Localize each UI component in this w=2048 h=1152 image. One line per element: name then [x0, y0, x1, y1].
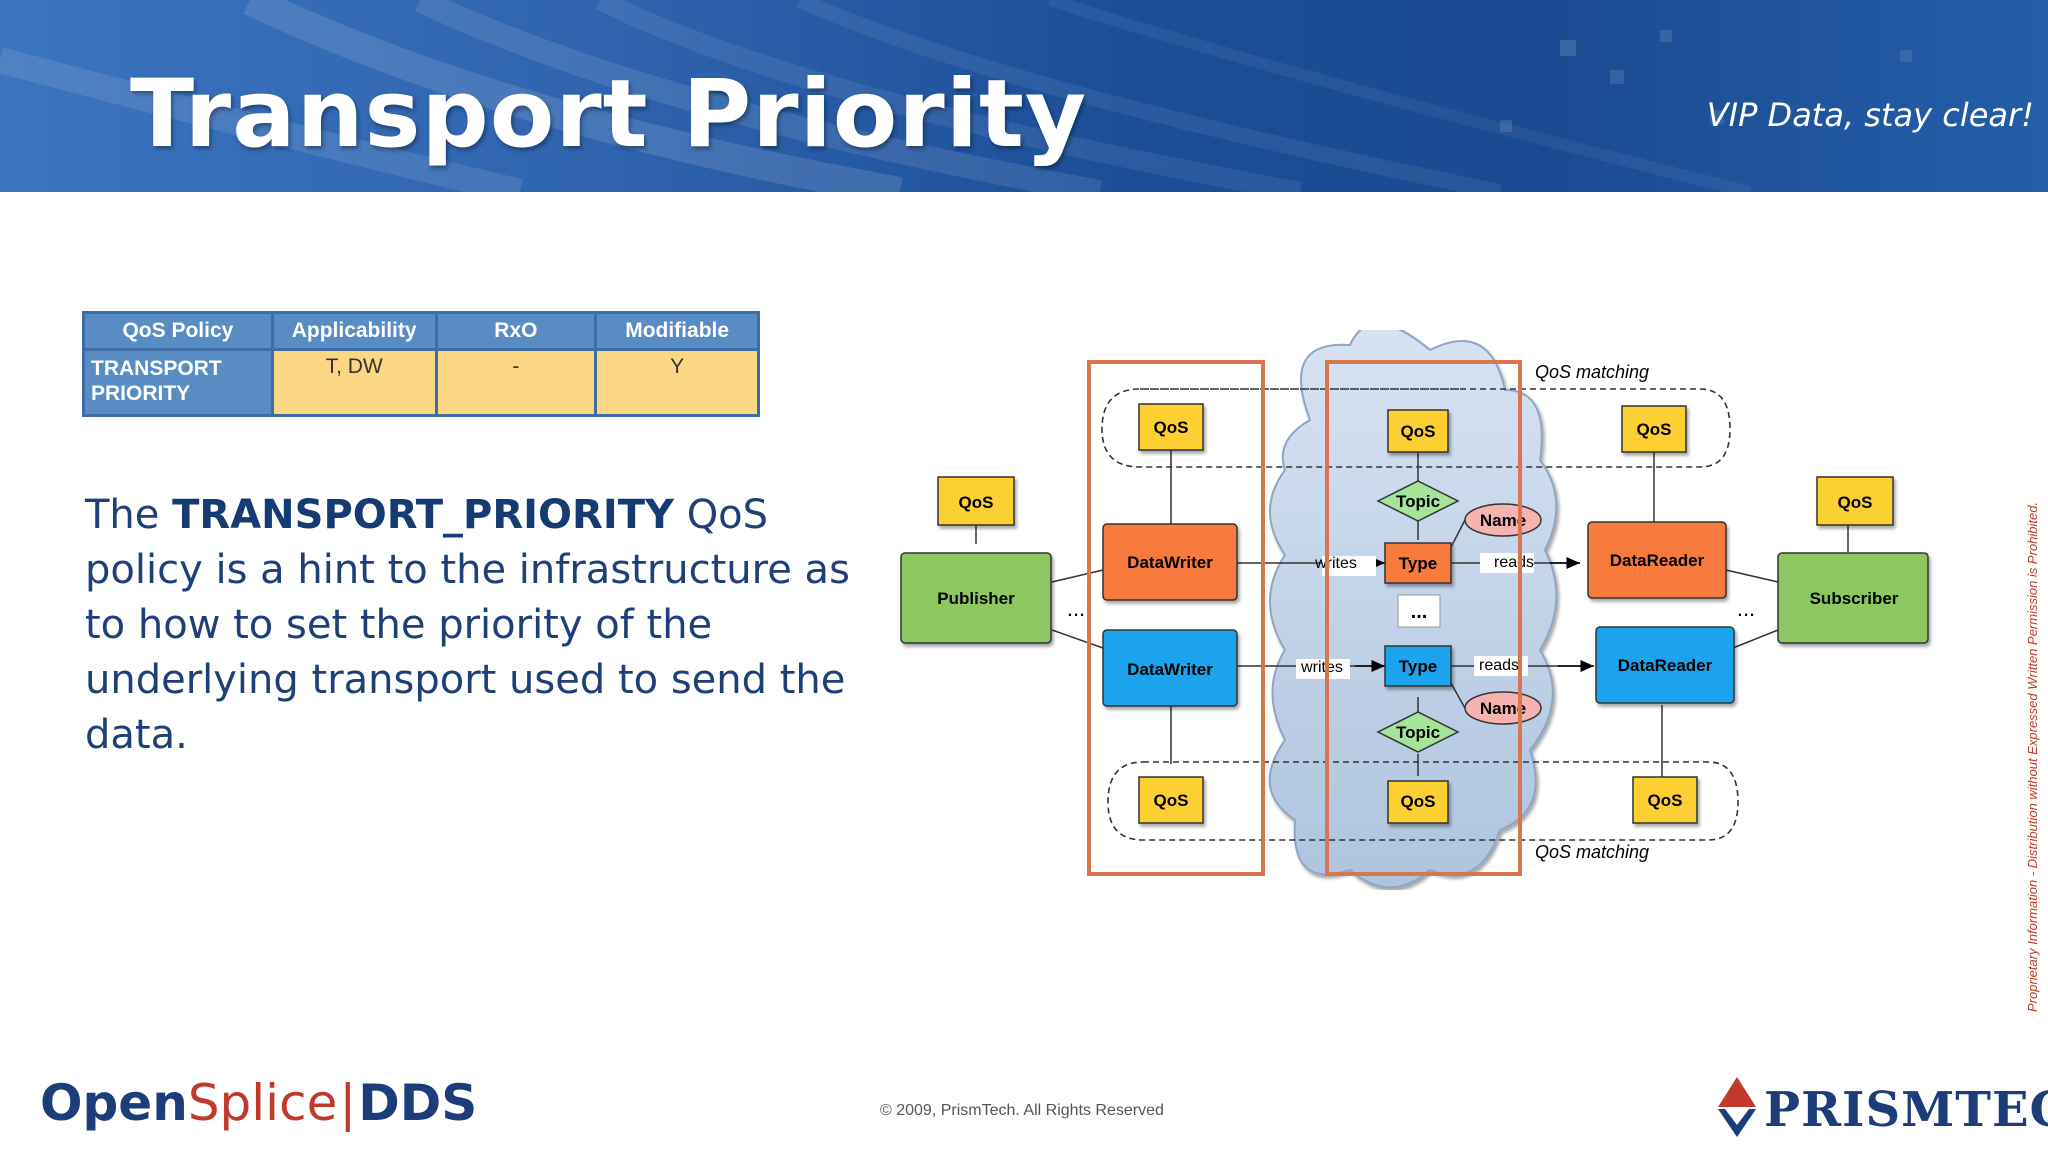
description-prefix: The	[85, 492, 173, 538]
reads-label-top: reads	[1494, 554, 1534, 571]
writes-label-bottom: writes	[1300, 659, 1343, 676]
svg-text:Topic: Topic	[1396, 723, 1440, 742]
svg-text:QoS: QoS	[1648, 791, 1683, 810]
dds-architecture-diagram: QoS Publisher ... QoS DataWriter DataWri…	[900, 330, 1929, 889]
proprietary-notice: Proprietary Information - Distribution w…	[2025, 501, 2040, 1012]
column-header-rxo: RxO	[434, 311, 598, 351]
qos-box-topic-bottom: QoS	[1387, 780, 1449, 824]
column-header-modifiable: Modifiable	[594, 311, 760, 351]
datareader-top-box: DataReader	[1587, 521, 1727, 599]
copyright-notice: © 2009, PrismTech. All Rights Reserved	[880, 1102, 1164, 1119]
reads-label-bottom: reads	[1479, 657, 1519, 674]
subscriber-ellipsis: ...	[1737, 596, 1755, 621]
page-tagline: VIP Data, stay clear!	[1706, 96, 2034, 134]
description-policy-name: TRANSPORT_PRIORITY	[172, 492, 674, 538]
subscriber-box: Subscriber	[1777, 552, 1929, 644]
name-ellipse-top: Name	[1464, 503, 1542, 537]
header-decoration	[0, 0, 1912, 192]
column-header-qos-policy: QoS Policy	[82, 311, 274, 351]
svg-text:Topic: Topic	[1396, 492, 1440, 511]
datawriter-bottom-box: DataWriter	[1102, 629, 1238, 707]
topic-diamond-bottom: Topic	[1376, 711, 1460, 753]
svg-text:QoS: QoS	[1637, 420, 1672, 439]
svg-text:QoS: QoS	[1401, 792, 1436, 811]
svg-text:Type: Type	[1399, 554, 1437, 573]
datareader-bottom-box: DataReader	[1595, 626, 1735, 704]
svg-text:DataReader: DataReader	[1610, 551, 1705, 570]
page-title: Transport Priority	[130, 60, 1088, 169]
svg-text:Subscriber: Subscriber	[1810, 589, 1899, 608]
prismtech-logo: PRISMTECH	[1712, 1070, 2048, 1140]
table-row: TRANSPORT PRIORITY T, DW - Y	[82, 348, 760, 417]
datawriter-top-box: DataWriter	[1102, 523, 1238, 601]
qos-policy-table: QoS Policy Applicability RxO Modifiable …	[82, 311, 760, 417]
qos-matching-ellipses	[1101, 388, 1739, 841]
qos-box-datawriter-top: QoS	[1138, 403, 1204, 451]
qos-matching-label-bottom: QoS matching	[1535, 842, 1649, 862]
highlight-frame-writers	[1087, 360, 1265, 876]
qos-box-publisher: QoS	[937, 476, 1015, 526]
policy-description: The TRANSPORT_PRIORITY QoS policy is a h…	[85, 488, 865, 763]
svg-text:DataWriter: DataWriter	[1127, 660, 1213, 679]
qos-box-datareader-bottom: QoS	[1632, 776, 1698, 824]
cell-applicability: T, DW	[270, 348, 438, 417]
prismtech-logo-mark	[1718, 1077, 1756, 1137]
topic-diamond-top: Topic	[1376, 480, 1460, 522]
column-header-applicability: Applicability	[270, 311, 438, 351]
svg-text:QoS: QoS	[1154, 418, 1189, 437]
svg-text:...: ...	[1411, 601, 1428, 623]
svg-text:DataWriter: DataWriter	[1127, 553, 1213, 572]
qos-box-topic-top: QoS	[1387, 409, 1449, 453]
publisher-ellipsis: ...	[1067, 596, 1085, 621]
svg-text:Publisher: Publisher	[937, 589, 1015, 608]
highlight-frame-topics	[1325, 360, 1522, 876]
publisher-box: Publisher	[900, 552, 1052, 644]
svg-text:QoS: QoS	[1401, 422, 1436, 441]
qos-matching-label-top: QoS matching	[1535, 362, 1649, 382]
cell-rxo: -	[434, 348, 598, 417]
svg-text:Name: Name	[1480, 511, 1526, 530]
cell-policy: TRANSPORT PRIORITY	[82, 348, 274, 417]
type-box-bottom: Type	[1384, 645, 1452, 687]
qos-box-subscriber: QoS	[1816, 476, 1894, 526]
svg-text:Type: Type	[1399, 657, 1437, 676]
qos-box-datareader-top: QoS	[1621, 405, 1687, 453]
svg-text:QoS: QoS	[1154, 791, 1189, 810]
ellipsis-box: ...	[1397, 594, 1441, 628]
svg-text:QoS: QoS	[1838, 493, 1873, 512]
header-banner: Transport Priority VIP Data, stay clear!	[0, 0, 2048, 192]
svg-text:QoS: QoS	[959, 493, 994, 512]
name-ellipse-bottom: Name	[1464, 691, 1542, 725]
description-suffix: QoS policy is a hint to the infrastructu…	[85, 492, 850, 758]
svg-text:Name: Name	[1480, 699, 1526, 718]
table-header-row: QoS Policy Applicability RxO Modifiable	[82, 311, 760, 351]
cell-modifiable: Y	[594, 348, 760, 417]
opensplice-dds-logo: OpenSplice|DDS	[40, 1074, 478, 1132]
type-box-top: Type	[1384, 542, 1452, 584]
writes-label-top: writes	[1314, 555, 1357, 572]
qos-box-datawriter-bottom: QoS	[1138, 776, 1204, 824]
svg-text:DataReader: DataReader	[1618, 656, 1713, 675]
